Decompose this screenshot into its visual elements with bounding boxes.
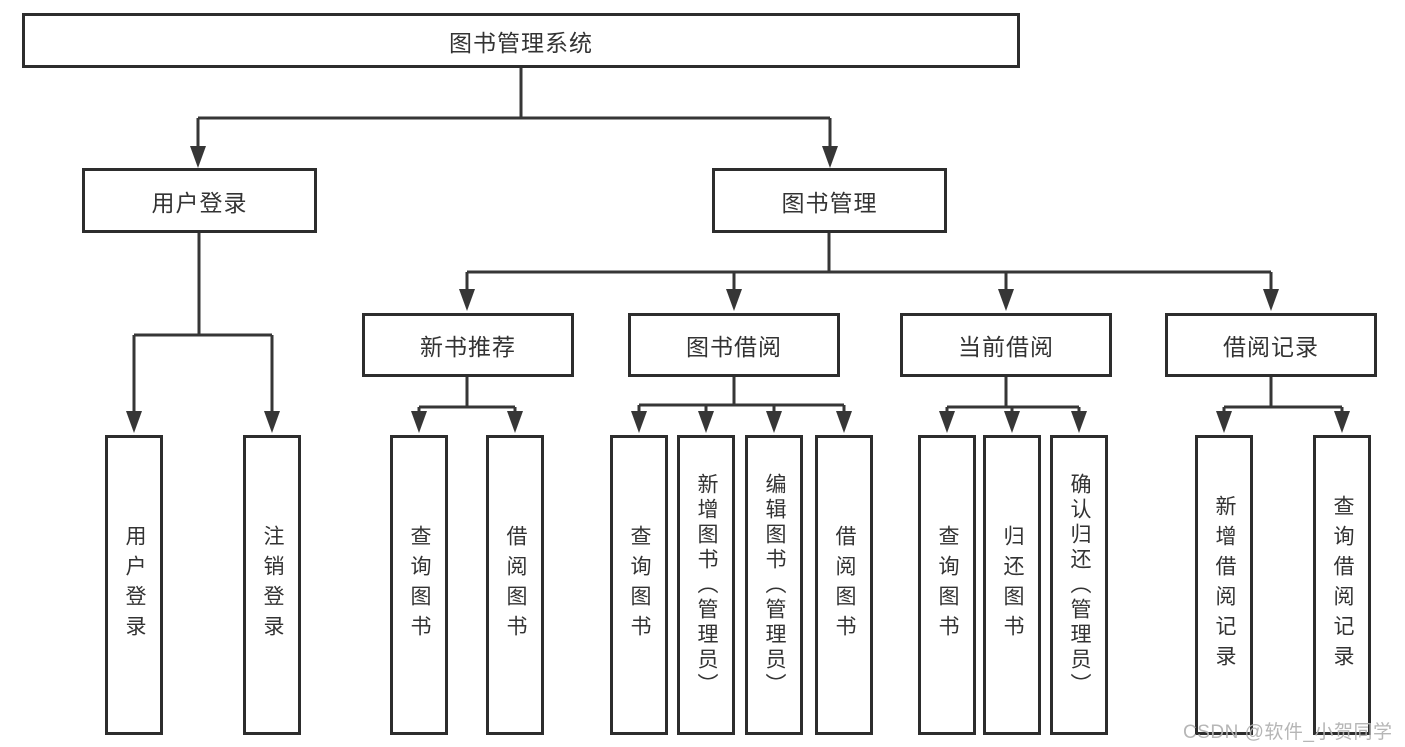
node-borrow-records: 借阅记录 bbox=[1165, 313, 1377, 377]
leaf-add-borrow-record-label: 新增借阅记录 bbox=[1213, 495, 1237, 675]
leaf-confirm-return-admin-label: 确认归还（管理员） bbox=[1068, 472, 1092, 698]
leaf-add-books-admin: 新增图书（管理员） bbox=[677, 435, 735, 735]
node-book-management-label: 图书管理 bbox=[781, 189, 878, 216]
leaf-borrow-books-label: 借阅图书 bbox=[833, 525, 857, 645]
leaf-edit-books-admin: 编辑图书（管理员） bbox=[745, 435, 803, 735]
node-root: 图书管理系统 bbox=[22, 13, 1020, 68]
connector-new-book-branch bbox=[411, 377, 523, 433]
leaf-logout-label: 注销登录 bbox=[261, 525, 285, 645]
leaf-add-borrow-record: 新增借阅记录 bbox=[1195, 435, 1253, 735]
node-new-book-recommend: 新书推荐 bbox=[362, 313, 574, 377]
leaf-user-login: 用户登录 bbox=[105, 435, 163, 735]
node-book-management: 图书管理 bbox=[712, 168, 947, 233]
leaf-query-borrow-record: 查询借阅记录 bbox=[1313, 435, 1371, 735]
leaf-borrow-books: 借阅图书 bbox=[815, 435, 873, 735]
watermark: CSDN @软件_小贺同学 bbox=[1183, 722, 1393, 743]
leaf-return-books-label: 归还图书 bbox=[1001, 525, 1025, 645]
connector-current-borrow-branch bbox=[939, 377, 1087, 433]
leaf-query-books-borrow: 查询图书 bbox=[610, 435, 668, 735]
leaf-query-books-current-label: 查询图书 bbox=[936, 525, 960, 645]
connector-user-login-branch bbox=[126, 233, 280, 433]
leaf-return-books: 归还图书 bbox=[983, 435, 1041, 735]
leaf-borrow-books-recommend-label: 借阅图书 bbox=[504, 525, 528, 645]
connector-borrow-records-branch bbox=[1216, 377, 1350, 433]
leaf-edit-books-admin-label: 编辑图书（管理员） bbox=[763, 472, 787, 698]
leaf-query-books-recommend-label: 查询图书 bbox=[408, 525, 432, 645]
connector-book-management-branch bbox=[459, 233, 1279, 311]
node-root-label: 图书管理系统 bbox=[449, 29, 593, 56]
node-borrow-records-label: 借阅记录 bbox=[1223, 334, 1319, 360]
leaf-query-books-current: 查询图书 bbox=[918, 435, 976, 735]
node-current-borrow: 当前借阅 bbox=[900, 313, 1112, 377]
leaf-query-books-borrow-label: 查询图书 bbox=[628, 525, 652, 645]
node-user-login-label: 用户登录 bbox=[151, 189, 248, 216]
node-new-book-recommend-label: 新书推荐 bbox=[420, 334, 516, 360]
leaf-query-books-recommend: 查询图书 bbox=[390, 435, 448, 735]
leaf-query-borrow-record-label: 查询借阅记录 bbox=[1331, 495, 1355, 675]
leaf-borrow-books-recommend: 借阅图书 bbox=[486, 435, 544, 735]
connector-root-branch bbox=[190, 68, 838, 168]
leaf-logout: 注销登录 bbox=[243, 435, 301, 735]
node-user-login: 用户登录 bbox=[82, 168, 317, 233]
node-book-borrow: 图书借阅 bbox=[628, 313, 840, 377]
leaf-confirm-return-admin: 确认归还（管理员） bbox=[1050, 435, 1108, 735]
leaf-add-books-admin-label: 新增图书（管理员） bbox=[695, 472, 719, 698]
node-book-borrow-label: 图书借阅 bbox=[686, 334, 782, 360]
leaf-user-login-label: 用户登录 bbox=[123, 525, 147, 645]
connector-book-borrow-branch bbox=[631, 377, 852, 433]
node-current-borrow-label: 当前借阅 bbox=[958, 334, 1054, 360]
